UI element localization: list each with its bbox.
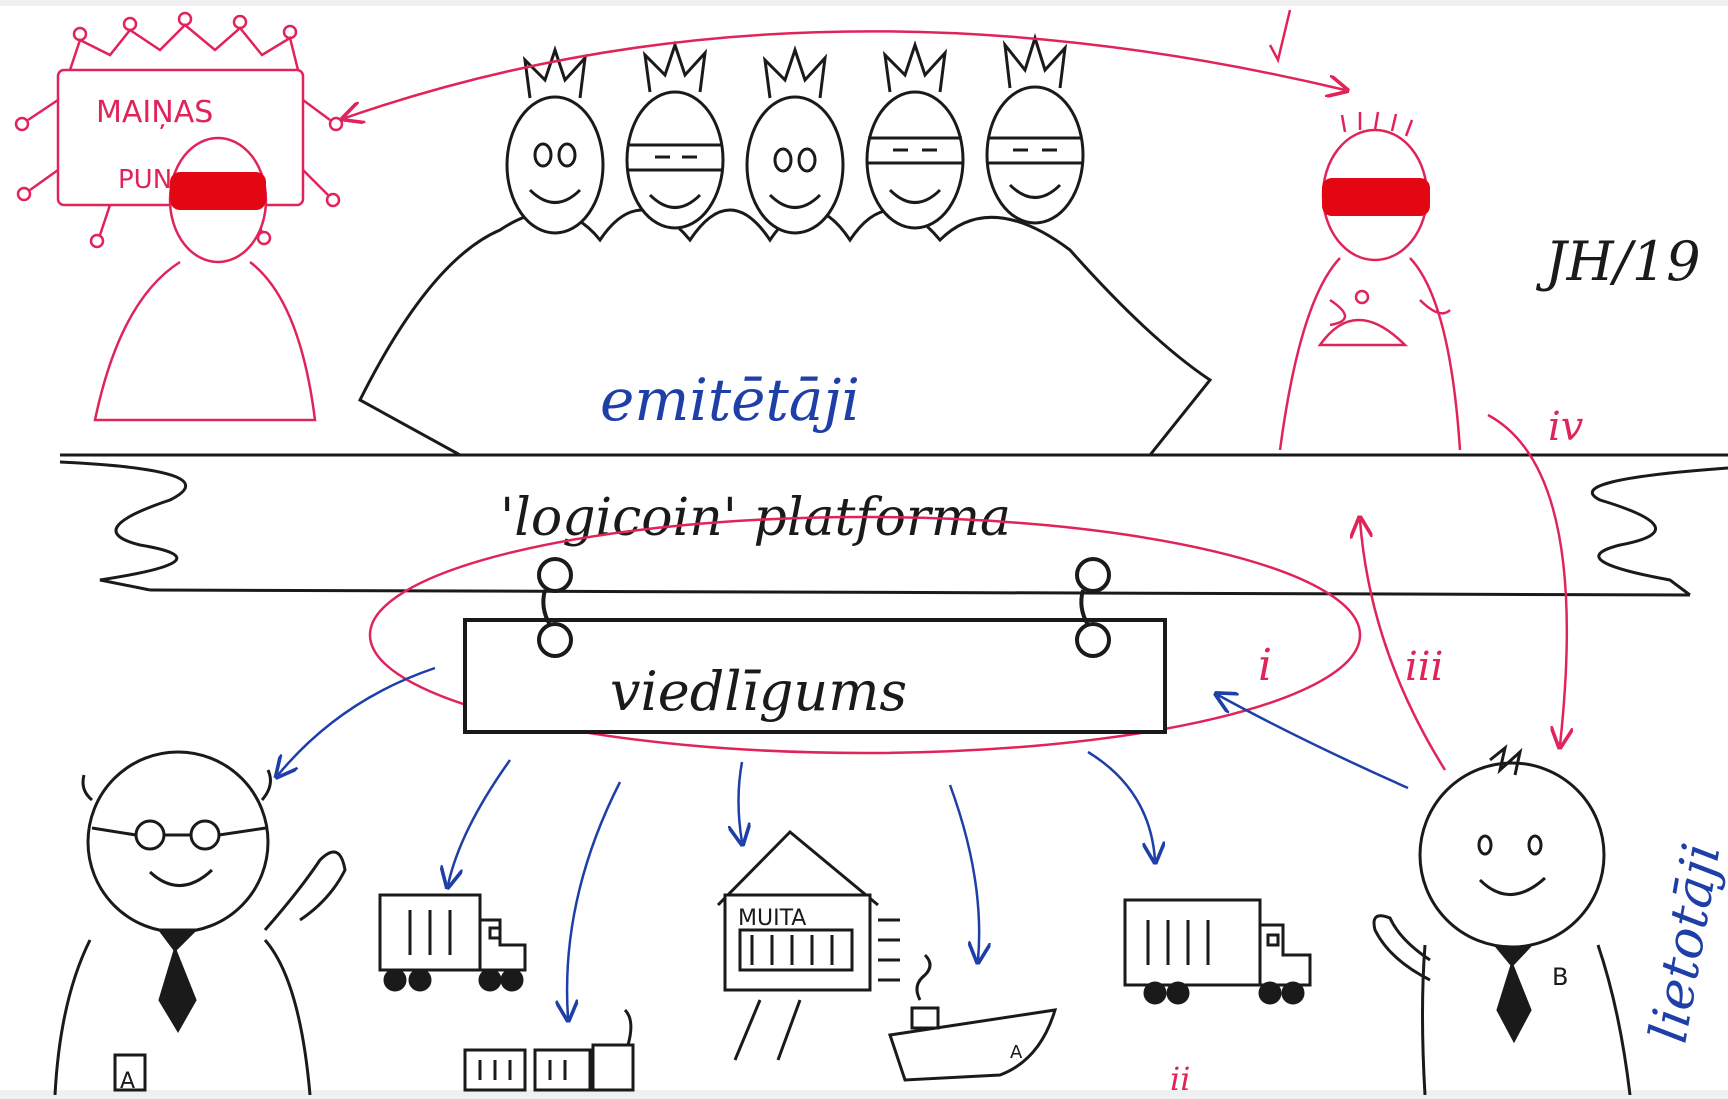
user-b-badge: B: [1552, 963, 1568, 991]
customs-label: MUITA: [738, 906, 806, 931]
flow-arrow-iv: [1487, 413, 1567, 745]
smart-contract-label: viedlīgums: [610, 660, 907, 723]
smart-contract-board: [463, 557, 1167, 734]
exchange-arrow: [345, 30, 1345, 118]
author-signature: JH/19: [1535, 230, 1701, 293]
truck-right: [1123, 898, 1312, 1005]
cargo-ship: [888, 953, 1058, 1082]
masked-issuer-left: [93, 136, 317, 422]
flow-marker-iii: iii: [1405, 644, 1443, 690]
flow-marker-i: i: [1258, 640, 1272, 691]
train: [463, 1008, 635, 1092]
truck-left: [378, 893, 527, 992]
user-b: [1372, 744, 1632, 1096]
user-a: [53, 750, 347, 1096]
flow-arrow-iii: [1360, 520, 1447, 771]
issuers-label: emitētāji: [600, 366, 860, 434]
masked-issuer-right: [1278, 111, 1462, 451]
check-mark-icon: [1268, 9, 1292, 64]
delivery-arrows: [278, 666, 1409, 1018]
exchange-point-sign: [14, 11, 344, 249]
user-a-badge: A: [120, 1069, 135, 1094]
exchange-sign-line1: MAIŅAS: [96, 95, 213, 130]
smart-contract-scope: [368, 515, 1362, 755]
ship-marking: A: [1010, 1042, 1023, 1063]
exchange-sign-line2: PUN: [118, 165, 172, 195]
flow-marker-iv: iv: [1548, 404, 1584, 450]
issuer-group: [358, 32, 1213, 457]
flow-marker-ii: ii: [1170, 1060, 1190, 1095]
customs-house: [716, 829, 900, 1061]
